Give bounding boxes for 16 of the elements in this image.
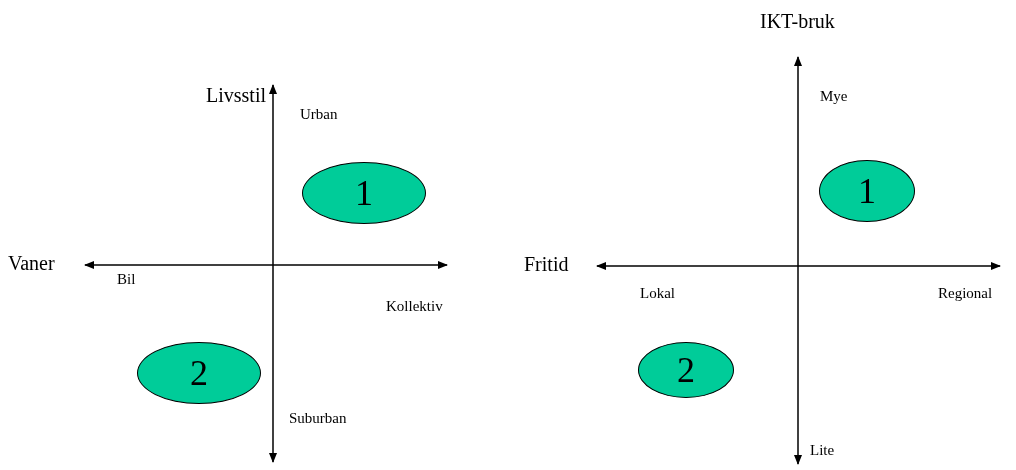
axis-end-label: Kollektiv <box>386 298 443 315</box>
cluster-number: 2 <box>190 355 208 391</box>
axis-title: IKT-bruk <box>760 10 835 32</box>
axis-title: Fritid <box>524 253 569 275</box>
axis-end-label: Regional <box>938 285 993 302</box>
axis-end-label: Bil <box>117 271 136 288</box>
axis-end-label: Urban <box>300 106 338 123</box>
axis-end-label: Lite <box>810 442 835 459</box>
axis-end-label: Mye <box>820 88 848 105</box>
cluster-number: 1 <box>355 175 373 211</box>
cluster-number: 2 <box>677 352 695 388</box>
axis-end-label: Suburban <box>289 410 347 427</box>
axis-title: Livsstil <box>206 84 266 106</box>
axis-title: Vaner <box>8 252 55 274</box>
axis-end-label: Lokal <box>640 285 675 302</box>
cluster-number: 1 <box>858 173 876 209</box>
